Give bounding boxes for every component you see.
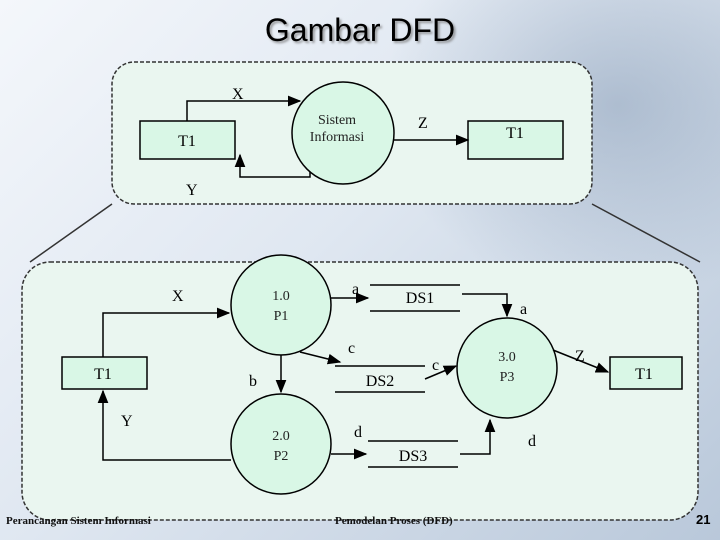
process-p1-name: P1: [274, 309, 289, 324]
process-p3: [456, 317, 558, 419]
level1-entity-left: [61, 356, 148, 390]
datastore-ds2-label: DS2: [366, 373, 394, 390]
flow-a1-label: a: [352, 281, 359, 298]
context-entity-right: [467, 120, 564, 160]
flow-c2: [424, 365, 458, 380]
datastore-ds3-label: DS3: [399, 448, 427, 465]
context-process-line1: Sistem: [318, 113, 356, 128]
flow-a2-label: a: [520, 301, 527, 318]
flow-d2: [460, 418, 496, 455]
flow-y-label: Y: [121, 413, 133, 430]
footer-left: Perancangan Sistem Informasi: [6, 515, 151, 527]
process-p3-name: P3: [500, 370, 515, 385]
context-flow-x: [186, 95, 302, 121]
context-entity-left-label: T1: [178, 133, 196, 150]
level1-entity-right: [609, 356, 683, 390]
context-flow-y-label: Y: [186, 182, 198, 199]
zoom-line-right: [591, 203, 701, 263]
slide-title: Gambar DFD: [264, 12, 456, 48]
datastore-ds1-label: DS1: [406, 290, 434, 307]
context-flow-z-label: Z: [418, 115, 428, 132]
context-entity-right-label: T1: [506, 125, 524, 142]
context-flow-y: [234, 153, 311, 178]
flow-c1-label: c: [348, 340, 355, 357]
process-p1-number: 1.0: [272, 289, 290, 304]
datastore-ds1: [370, 284, 460, 312]
flow-d2-label: d: [528, 433, 536, 450]
level1-entity-right-label: T1: [635, 366, 653, 383]
datastore-ds3: [368, 440, 458, 468]
level1-entity-left-label: T1: [94, 366, 112, 383]
footer-center: Pemodelan Proses (DFD): [335, 515, 453, 527]
flow-c1: [299, 351, 342, 365]
process-p2-number: 2.0: [272, 429, 290, 444]
context-flow-x-label: X: [232, 86, 244, 103]
process-p1: [230, 254, 332, 356]
context-process-line2: Informasi: [310, 130, 365, 145]
process-p2-name: P2: [274, 449, 289, 464]
flow-x: [102, 307, 231, 357]
flow-d1-label: d: [354, 424, 362, 441]
process-p3-number: 3.0: [498, 350, 516, 365]
flow-y: [97, 389, 231, 461]
flow-z: [552, 349, 610, 373]
datastore-ds2: [335, 365, 425, 393]
flow-z-label: Z: [575, 348, 585, 365]
level1-diagram-panel: [21, 261, 699, 521]
process-p2: [230, 393, 332, 495]
flow-a2: [462, 293, 513, 318]
flow-c2-label: c: [432, 357, 439, 374]
page-number: 21: [696, 512, 711, 527]
zoom-line-left: [29, 203, 113, 263]
context-process: [291, 81, 395, 185]
flow-x-label: X: [172, 288, 184, 305]
flow-b-label: b: [249, 373, 257, 390]
